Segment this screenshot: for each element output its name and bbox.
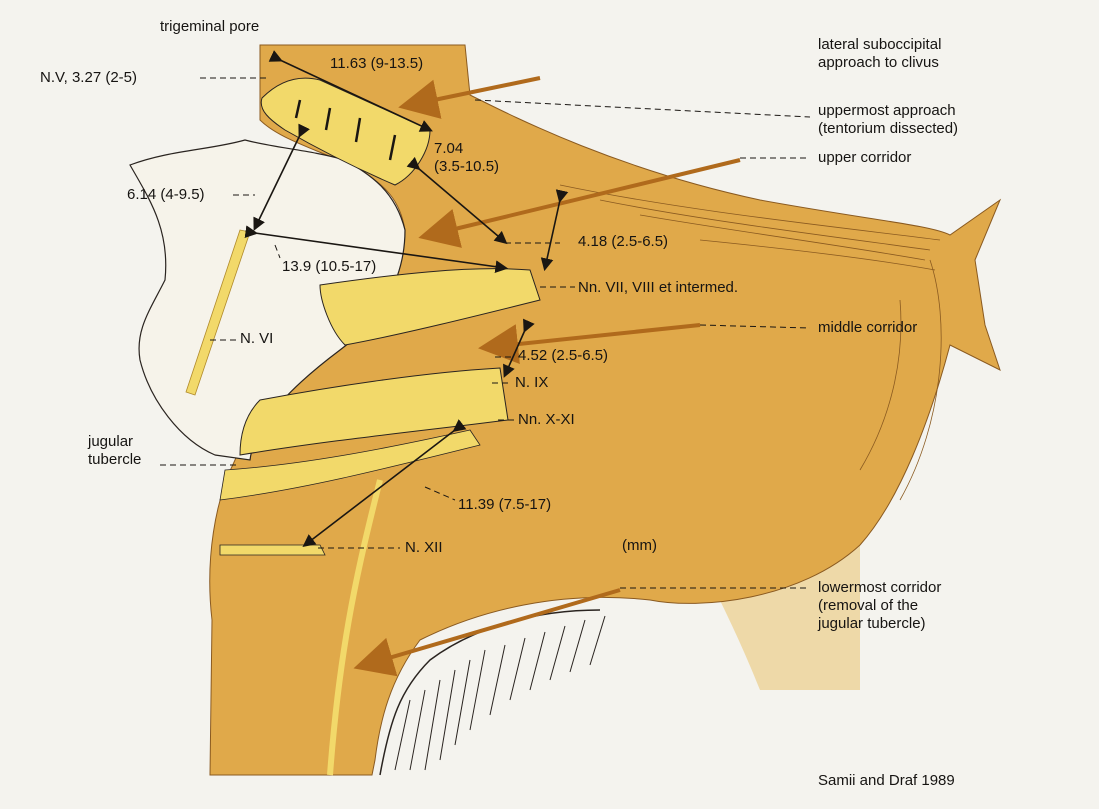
label-measure-7-04-value: 7.04 <box>434 140 544 158</box>
label-lowermost-line1: lowermost corridor <box>818 579 1008 597</box>
hypoglossal-nerve <box>220 545 325 555</box>
label-nerve-v: N.V, 3.27 (2-5) <box>40 69 137 87</box>
label-nerve-vi: N. VI <box>240 330 273 348</box>
label-measure-11-63: 11.63 (9-13.5) <box>330 55 423 73</box>
label-measure-4-52: 4.52 (2.5-6.5) <box>518 347 608 365</box>
label-measure-13-9: 13.9 (10.5-17) <box>282 258 376 276</box>
label-middle-corridor: middle corridor <box>818 319 917 337</box>
label-jugular-line2: tubercle <box>88 451 168 469</box>
label-nerve-ix: N. IX <box>515 374 548 392</box>
credit-text: Samii and Draf 1989 <box>818 772 955 790</box>
label-measure-11-39: 11.39 (7.5-17) <box>458 496 551 514</box>
label-uppermost-line1: uppermost approach <box>818 102 1018 120</box>
label-measure-6-14: 6.14 (4-9.5) <box>127 186 205 204</box>
label-lowermost-line3: jugular tubercle) <box>818 615 1008 633</box>
label-measure-7-04: 7.04 (3.5-10.5) <box>434 140 544 176</box>
label-measure-4-18: 4.18 (2.5-6.5) <box>578 233 668 251</box>
label-nerves-x-xi: Nn. X-XI <box>518 411 575 429</box>
label-nerve-xii: N. XII <box>405 539 443 557</box>
label-nerves-vii-viii: Nn. VII, VIII et intermed. <box>578 279 738 297</box>
label-uppermost-line2: (tentorium dissected) <box>818 120 1018 138</box>
label-measure-7-04-range: (3.5-10.5) <box>434 158 544 176</box>
label-upper-corridor: upper corridor <box>818 149 911 167</box>
label-lateral-suboccipital: lateral suboccipital approach to clivus <box>818 36 1008 72</box>
label-jugular-line1: jugular <box>88 433 168 451</box>
label-lowermost-line2: (removal of the <box>818 597 1008 615</box>
label-jugular-tubercle: jugular tubercle <box>88 433 168 469</box>
label-lowermost-corridor: lowermost corridor (removal of the jugul… <box>818 579 1008 633</box>
label-lateral-line1: lateral suboccipital <box>818 36 1008 54</box>
label-units: (mm) <box>622 537 657 555</box>
label-lateral-line2: approach to clivus <box>818 54 1008 72</box>
label-uppermost-approach: uppermost approach (tentorium dissected) <box>818 102 1018 138</box>
label-trigeminal-pore: trigeminal pore <box>160 18 259 36</box>
